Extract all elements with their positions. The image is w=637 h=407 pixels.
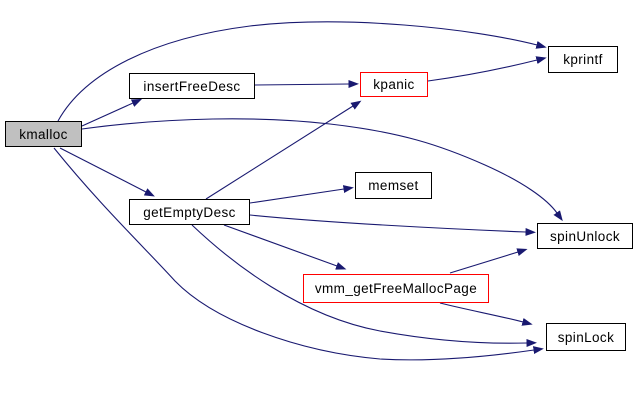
edge-getEmptyDesc-kpanic bbox=[205, 100, 362, 200]
edge-kmalloc-spinLock bbox=[53, 147, 544, 361]
node-label: kmalloc bbox=[19, 126, 68, 142]
node-kmalloc: kmalloc bbox=[5, 121, 82, 147]
edge-getEmptyDesc-memset bbox=[249, 185, 354, 204]
edge-getEmptyDesc-spinUnlock bbox=[249, 214, 536, 236]
node-label: kprintf bbox=[563, 52, 603, 67]
node-getEmptyDesc[interactable]: getEmptyDesc bbox=[129, 199, 250, 225]
edge-kmalloc-insertFreeDesc bbox=[81, 98, 143, 127]
node-spinUnlock[interactable]: spinUnlock bbox=[537, 223, 633, 249]
edge-vmm_getFreeMallocPage-spinLock bbox=[439, 302, 533, 326]
edge-vmm_getFreeMallocPage-spinUnlock bbox=[449, 248, 528, 274]
node-kprintf[interactable]: kprintf bbox=[548, 46, 618, 73]
node-label: insertFreeDesc bbox=[143, 78, 241, 94]
node-label: vmm_getFreeMallocPage bbox=[314, 281, 478, 296]
node-kpanic[interactable]: kpanic bbox=[360, 72, 428, 97]
edge-getEmptyDesc-spinLock bbox=[191, 224, 537, 348]
node-memset[interactable]: memset bbox=[355, 172, 432, 199]
node-label: memset bbox=[368, 178, 419, 193]
edge-kmalloc-getEmptyDesc bbox=[59, 147, 155, 197]
node-spinLock[interactable]: spinLock bbox=[546, 323, 626, 351]
node-vmm_getFreeMallocPage[interactable]: vmm_getFreeMallocPage bbox=[303, 274, 489, 303]
edge-kmalloc-spinUnlock bbox=[81, 118, 563, 222]
node-label: getEmptyDesc bbox=[143, 204, 236, 220]
edge-getEmptyDesc-vmm_getFreeMallocPage bbox=[223, 224, 347, 270]
node-label: spinLock bbox=[557, 329, 615, 345]
edge-insertFreeDesc-kpanic bbox=[254, 80, 359, 89]
node-label: spinUnlock bbox=[549, 228, 621, 244]
edge-kpanic-kprintf bbox=[427, 56, 547, 82]
edge-kmalloc-kprintf bbox=[57, 21, 547, 122]
node-insertFreeDesc[interactable]: insertFreeDesc bbox=[129, 73, 255, 99]
node-label: kpanic bbox=[373, 77, 415, 92]
